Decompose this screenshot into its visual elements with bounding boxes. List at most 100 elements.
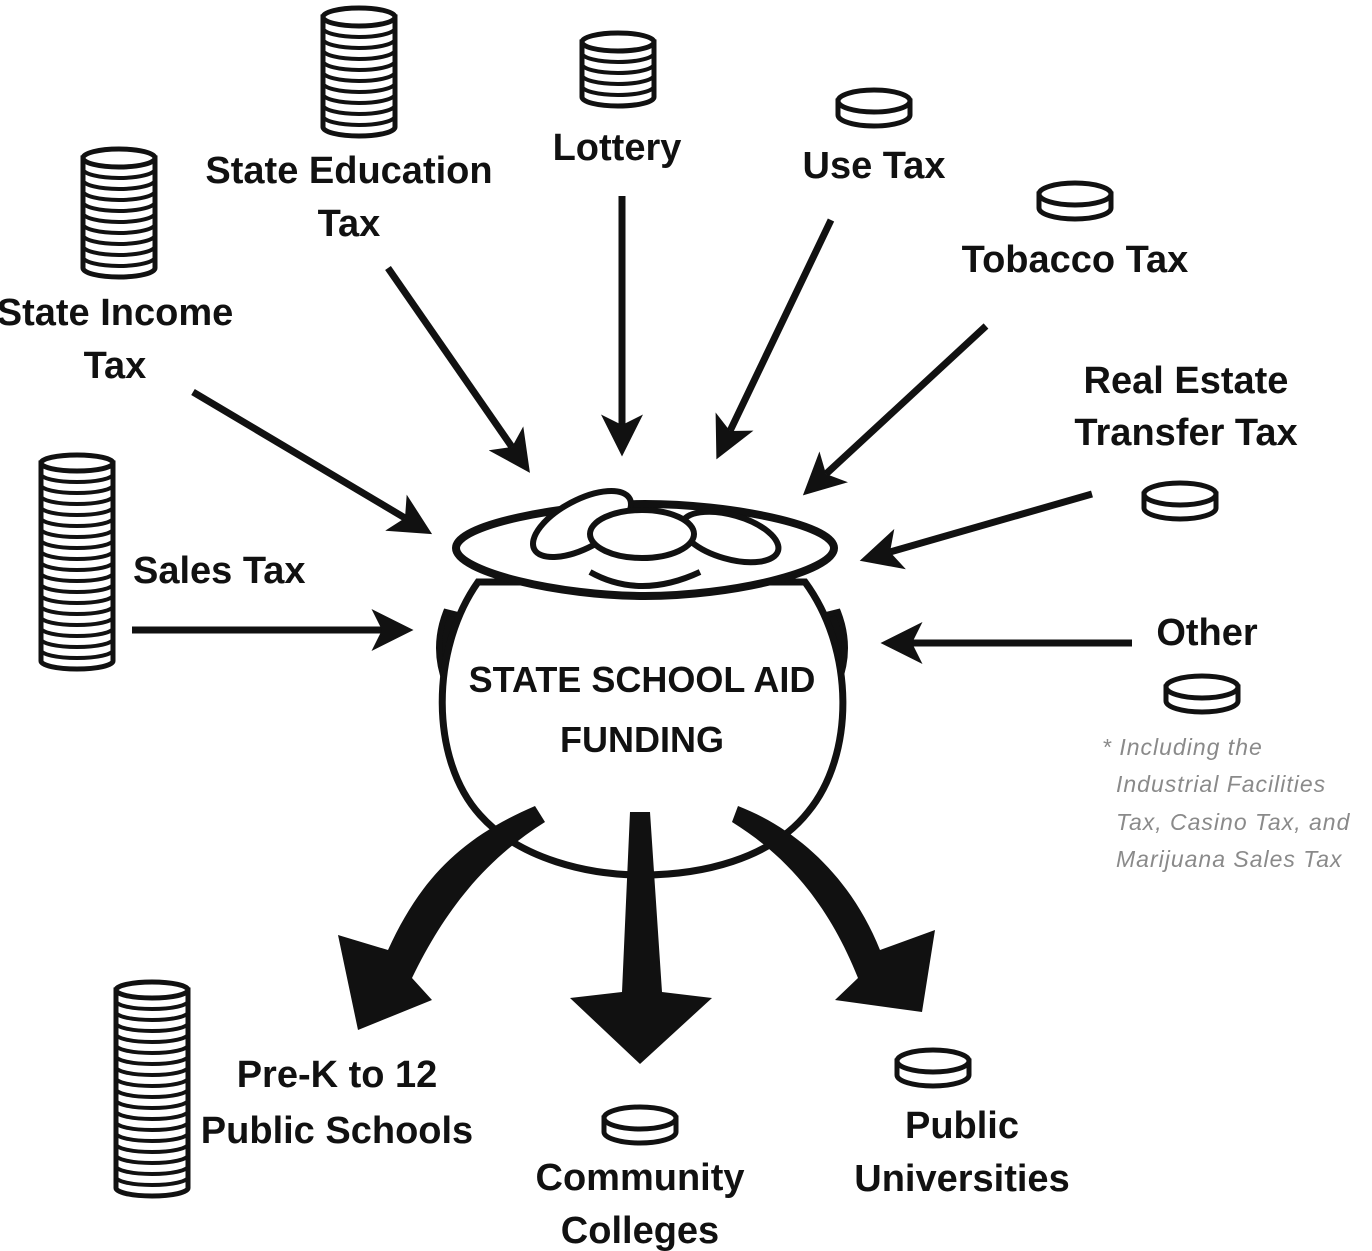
footnote-line3: Tax, Casino Tax, and xyxy=(1116,809,1351,835)
coin-edge xyxy=(81,212,157,224)
footnote-line4: Marijuana Sales Tax xyxy=(1116,846,1343,872)
coin-edge xyxy=(321,27,397,39)
coin-edge xyxy=(114,1165,190,1176)
coin-stack-lottery xyxy=(579,30,657,109)
coin-top xyxy=(320,5,398,29)
coin-edge xyxy=(321,49,397,61)
source-labels: State Income Tax State Education Tax Lot… xyxy=(0,127,1298,654)
coin-edge xyxy=(321,38,397,50)
coin-edge xyxy=(114,1022,190,1033)
coin-edge xyxy=(39,506,115,517)
coin-edge xyxy=(81,179,157,191)
coin-edge xyxy=(114,1176,190,1187)
coin-edge xyxy=(81,168,157,180)
label-tobacco-tax: Tobacco Tax xyxy=(962,239,1189,281)
coin-edge xyxy=(114,1132,190,1143)
coin-top xyxy=(1163,673,1241,701)
coin-edge xyxy=(321,93,397,105)
coin-top xyxy=(1036,180,1114,208)
coin-edge xyxy=(39,583,115,594)
coin-edge xyxy=(39,550,115,561)
coin-edge xyxy=(114,1110,190,1121)
arrow-to-community-colleges xyxy=(570,812,712,1064)
coin-stack-other xyxy=(1163,673,1241,715)
label-prek12-line1: Pre-K to 12 xyxy=(237,1054,438,1096)
coin-edge xyxy=(580,85,656,97)
coin-edge xyxy=(81,201,157,213)
label-community-colleges-line2: Colleges xyxy=(561,1210,719,1251)
coin-edge xyxy=(114,1154,190,1165)
footnote-line2: Industrial Facilities xyxy=(1116,771,1326,797)
coin-edge xyxy=(39,605,115,616)
coin-edge xyxy=(81,223,157,235)
coin-edge xyxy=(114,1011,190,1022)
footnote-line1: * Including the xyxy=(1102,734,1263,760)
funding-pot: STATE SCHOOL AID FUNDING xyxy=(436,487,848,879)
arrow-to-prek12 xyxy=(338,806,545,1030)
coin-edge xyxy=(39,495,115,506)
incoming-arrows xyxy=(132,196,1132,664)
label-universities-line1: Public xyxy=(905,1105,1019,1147)
coin-edge xyxy=(39,528,115,539)
coin-edge xyxy=(81,190,157,202)
coin-top xyxy=(113,979,191,1001)
coin-edge xyxy=(114,1044,190,1055)
coin-edge xyxy=(81,234,157,246)
label-income-tax-line1: State Income xyxy=(0,292,233,334)
coin-edge xyxy=(39,616,115,627)
coin-edge xyxy=(39,539,115,550)
coin-edge xyxy=(114,1088,190,1099)
coin-edge xyxy=(114,1143,190,1154)
coin-edge xyxy=(39,638,115,649)
coin-edge xyxy=(81,245,157,257)
label-other: Other xyxy=(1156,612,1258,654)
footnote: * Including the Industrial Facilities Ta… xyxy=(1102,734,1351,872)
coin-edge xyxy=(580,63,656,75)
coin-edge xyxy=(39,473,115,484)
arrow-income-tax xyxy=(191,388,433,535)
label-prek12-line2: Public Schools xyxy=(201,1110,473,1152)
coin-stacks xyxy=(38,5,1241,1199)
coin-stack-income-tax xyxy=(80,146,158,280)
coin-stack-tobacco-tax xyxy=(1036,180,1114,222)
coin-edge xyxy=(321,82,397,94)
coin-stack-education-tax xyxy=(320,5,398,139)
coin-edge xyxy=(39,594,115,605)
pot-label-line2: FUNDING xyxy=(560,719,724,760)
coin-top xyxy=(38,452,116,474)
coin-edge xyxy=(321,115,397,127)
coin-edge xyxy=(114,1033,190,1044)
coin-top xyxy=(894,1047,972,1075)
coin-edge xyxy=(39,572,115,583)
label-universities-line2: Universities xyxy=(854,1158,1069,1200)
label-use-tax: Use Tax xyxy=(803,145,946,187)
arrow-tobacco-tax xyxy=(802,323,989,496)
label-lottery: Lottery xyxy=(553,127,682,169)
coin-edge xyxy=(580,74,656,86)
label-sales-tax: Sales Tax xyxy=(133,550,306,592)
destination-labels: Pre-K to 12 Public Schools Community Col… xyxy=(201,1054,1070,1251)
coin-top xyxy=(835,87,913,115)
outgoing-arrows xyxy=(338,806,935,1064)
coin-top xyxy=(601,1104,679,1132)
coin-edge xyxy=(114,1000,190,1011)
label-income-tax-line2: Tax xyxy=(84,345,147,387)
pot-label-line1: STATE SCHOOL AID xyxy=(469,659,816,700)
arrow-real-estate-tax xyxy=(859,490,1093,570)
label-real-estate-line2: Transfer Tax xyxy=(1074,412,1297,454)
coin-top xyxy=(579,30,657,54)
coin-edge xyxy=(39,649,115,660)
coin-stack-sales-tax xyxy=(38,452,116,672)
coin-edge xyxy=(114,1121,190,1132)
coin-edge xyxy=(114,1099,190,1110)
coin-stack-real-estate-tax xyxy=(1141,480,1219,522)
coin-edge xyxy=(114,1055,190,1066)
coin-stack-use-tax xyxy=(835,87,913,129)
label-education-tax-line2: Tax xyxy=(318,203,381,245)
coin-edge xyxy=(580,52,656,64)
coin-top xyxy=(1141,480,1219,508)
arrow-to-universities xyxy=(732,806,935,1012)
coin-edge xyxy=(321,104,397,116)
coin-stack-prek12 xyxy=(113,979,191,1199)
